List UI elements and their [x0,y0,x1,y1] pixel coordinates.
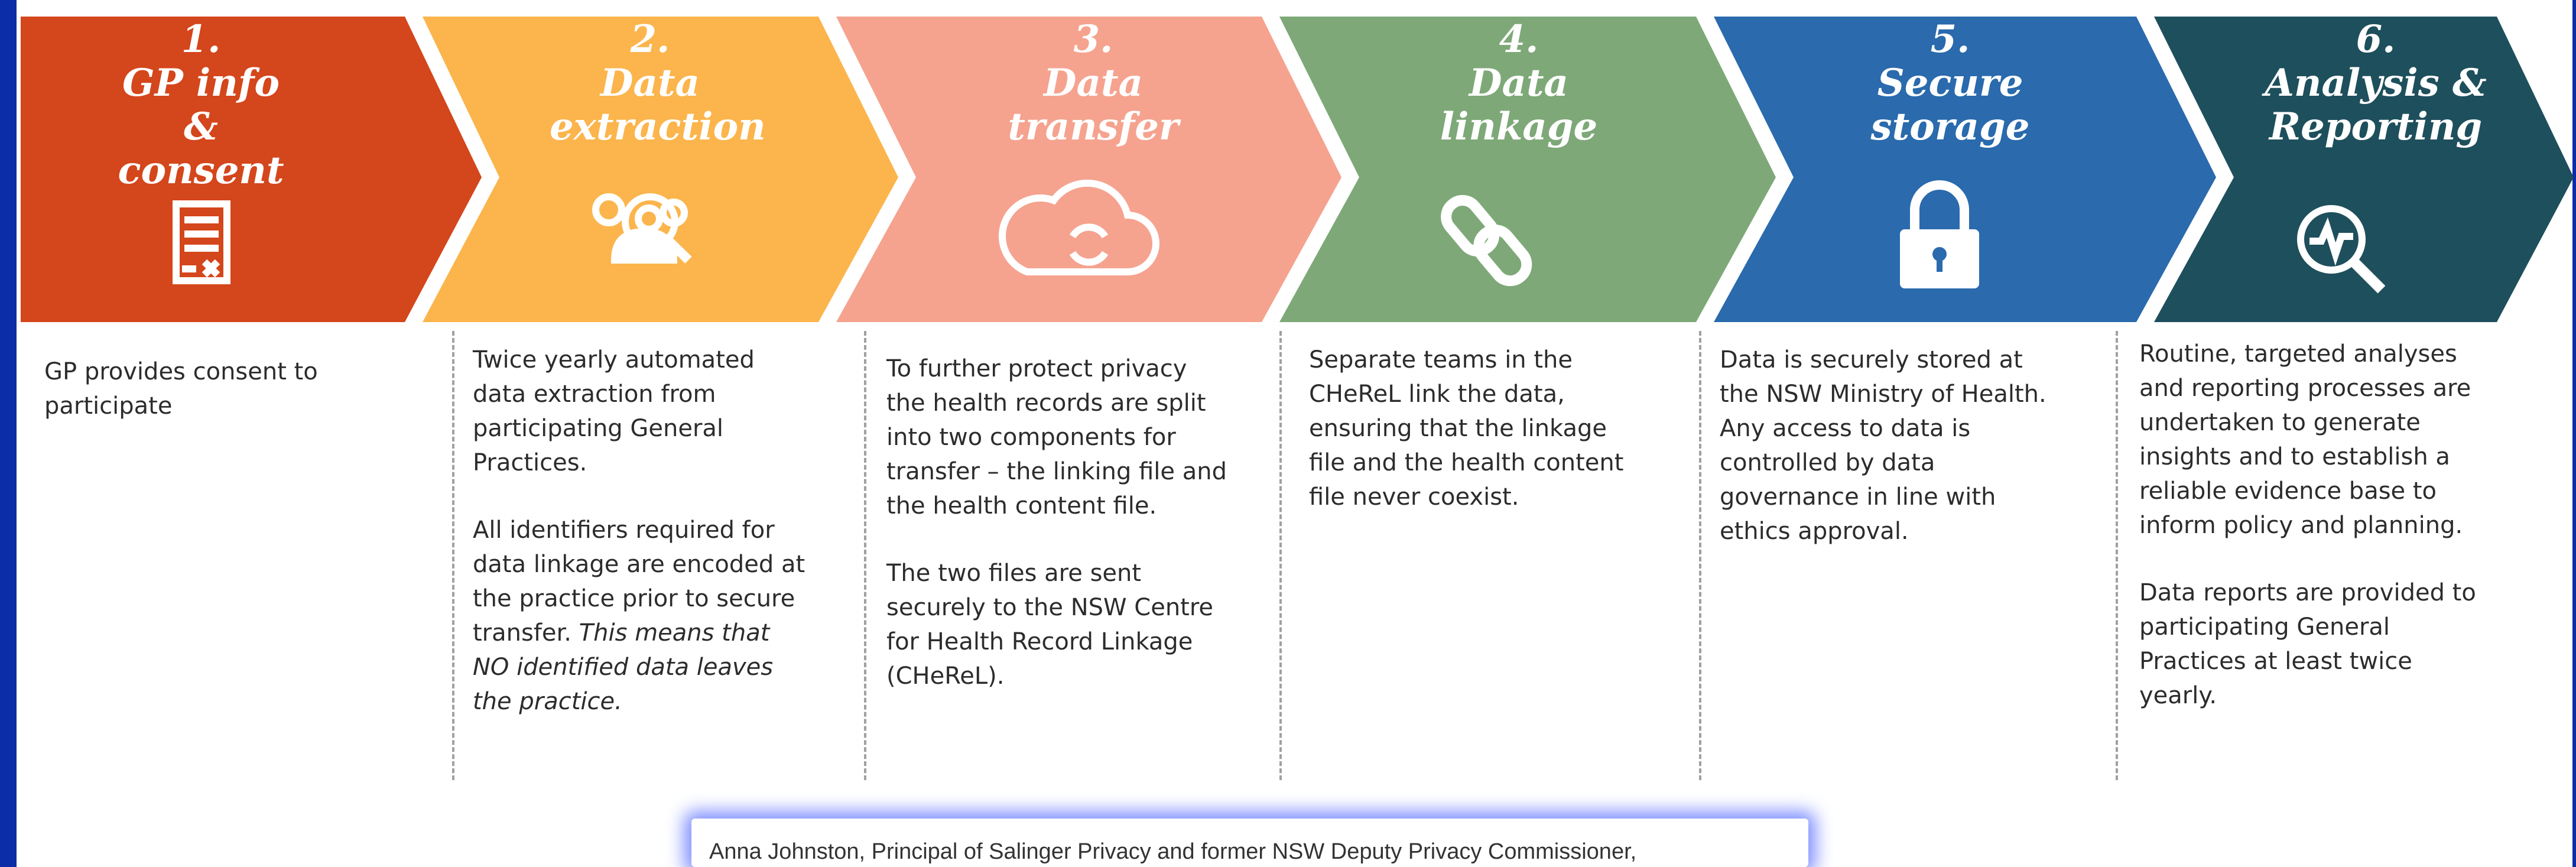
cloud-sync-icon [998,179,1159,275]
analytics-search-icon [2297,205,2386,294]
process-arrows [21,17,2574,322]
form-icon [173,200,230,284]
divider-5 [2116,331,2118,780]
step-2-description: Twice yearly automated data extraction f… [473,346,805,715]
step-6-arrow [2154,17,2574,322]
quote-box [691,819,1808,867]
step-2-arrow [423,17,898,322]
divider-1 [452,331,454,780]
step-5-arrow [1714,17,2216,322]
padlock-icon [1900,180,1979,288]
step-4-description: Separate teams in the CHeReL link the da… [1309,346,1624,511]
step-6-description: Routine, targeted analyses and reporting… [2139,340,2476,709]
step-3-arrow [836,17,1341,322]
chain-link-icon [1441,195,1532,287]
step-5-description: Data is securely stored at the NSW Minis… [1720,346,2046,545]
people-search-icon [592,193,692,264]
quote-text: Anna Johnston, Principal of Salinger Pri… [709,839,1637,864]
step-1-arrow [21,17,482,322]
divider-2 [864,331,866,780]
step-1-title: 1.GP info &consent [118,17,284,193]
divider-4 [1699,331,1701,780]
step-1-description: GP provides consent to participate [44,358,318,420]
step-6-title: 6.Analysis &Reporting [2265,17,2487,149]
divider-3 [1279,331,1282,780]
step-4-arrow [1279,17,1776,322]
step-3-description: To further protect privacy the health re… [886,355,1227,690]
